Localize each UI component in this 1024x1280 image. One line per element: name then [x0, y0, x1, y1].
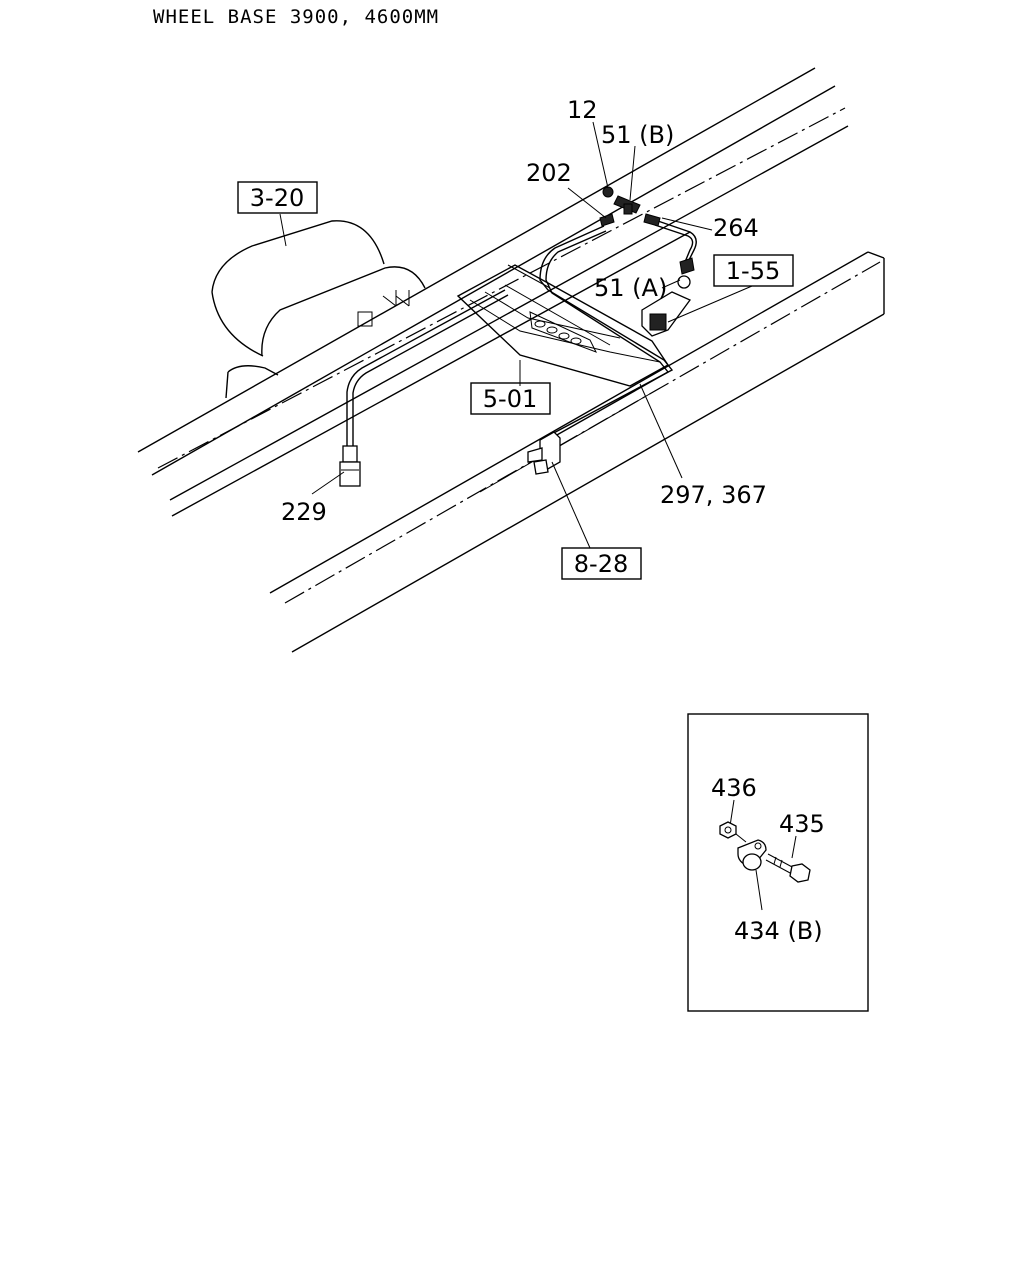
reference-5-01: 5-01: [470, 382, 551, 415]
svg-text:8-28: 8-28: [574, 550, 628, 578]
callout-12: 12: [567, 96, 598, 124]
tank: [211, 220, 426, 399]
reference-3-20: 3-20: [237, 181, 318, 214]
brake-pipes: [339, 186, 697, 487]
callout-202: 202: [526, 159, 572, 187]
callout-51b: 51 (B): [601, 121, 674, 149]
callout-297-367: 297, 367: [660, 481, 767, 509]
svg-text:3-20: 3-20: [250, 184, 304, 212]
leader-lines: [279, 121, 753, 549]
frame-rails: [137, 67, 885, 653]
svg-text:1-55: 1-55: [726, 257, 780, 285]
callout-264: 264: [713, 214, 759, 242]
callout-51a: 51 (A): [594, 274, 667, 302]
callout-436: 436: [711, 774, 757, 802]
page-title: WHEEL BASE 3900, 4600MM: [153, 6, 439, 28]
callout-435: 435: [779, 810, 825, 838]
svg-text:5-01: 5-01: [483, 385, 537, 413]
callout-229: 229: [281, 498, 327, 526]
reference-1-55: 1-55: [713, 254, 794, 287]
bracket-assembly: [456, 264, 670, 387]
reference-8-28: 8-28: [561, 547, 642, 580]
callout-434b: 434 (B): [734, 917, 823, 945]
inset-detail: 436 435 434 (B): [687, 713, 869, 1012]
